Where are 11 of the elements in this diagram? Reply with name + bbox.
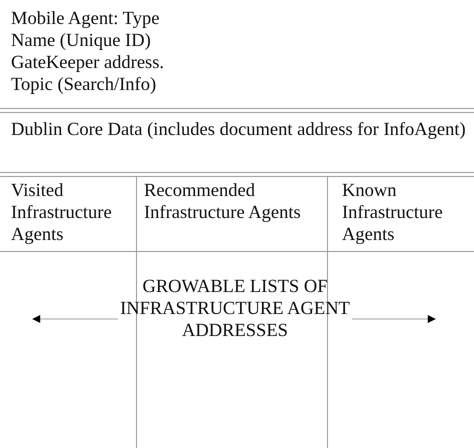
list-description: GROWABLE LISTS OF INFRASTRUCTURE AGENT ADDRESSES — [118, 276, 352, 342]
field-label: Name (Unique ID) — [11, 30, 152, 52]
metadata-section: Dublin Core Data (includes document address for InfoAgent) — [11, 119, 466, 141]
field-label: GateKeeper address. — [11, 52, 166, 74]
arrow — [32, 315, 118, 323]
column-header: Known Infrastructure Agents — [342, 180, 472, 246]
field-label: Mobile Agent: Type — [11, 8, 160, 30]
arrow — [352, 315, 436, 323]
column-header: Recommended Infrastructure Agents — [144, 180, 324, 224]
column-header: Visited Infrastructure Agents — [11, 180, 135, 246]
field-label: Topic (Search/Info) — [11, 74, 158, 96]
